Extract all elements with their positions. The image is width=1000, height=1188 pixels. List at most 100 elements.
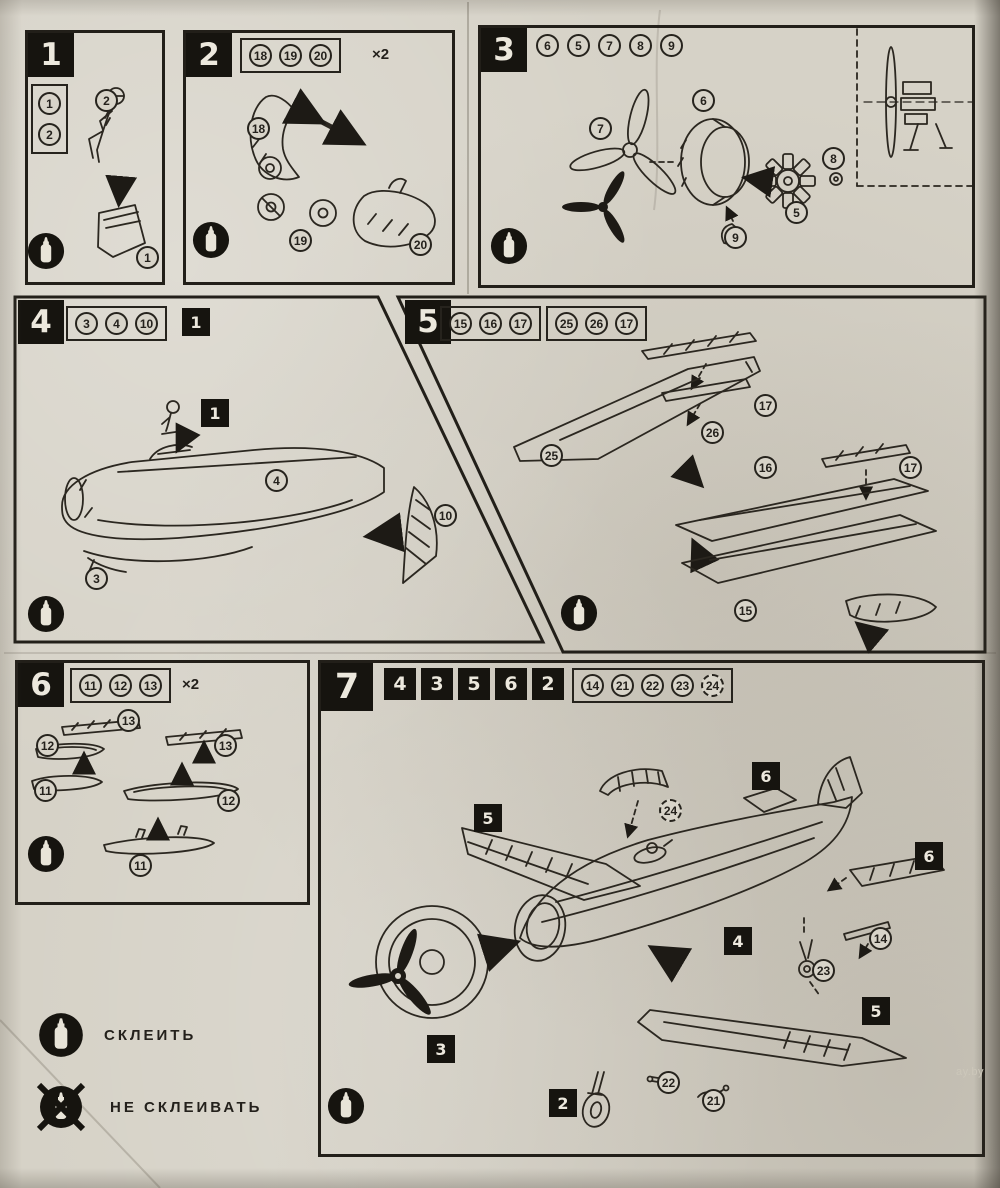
glue-bottle-icon	[27, 835, 65, 873]
step5-parts-list-b: 25 26 17	[546, 306, 647, 341]
callout-fuselage-assembly: 4	[724, 927, 752, 955]
legend-no-glue-label: НЕ СКЛЕИВАТЬ	[110, 1098, 263, 1116]
part-badge-7: 7	[598, 34, 621, 57]
part-badge-12: 12	[109, 674, 132, 697]
callout-engine-assembly: 3	[427, 1035, 455, 1063]
callout-strip-top: 13	[117, 709, 140, 732]
callout-strip-right-6: 13	[214, 734, 237, 757]
callout-upper-wing: 25	[540, 444, 563, 467]
callout-lower-wing-lower: 15	[734, 599, 757, 622]
callout-wheels: 19	[289, 229, 312, 252]
part-badge-9: 9	[660, 34, 683, 57]
panel-step-6	[15, 660, 310, 905]
step1-parts-list: 1 2	[31, 84, 68, 154]
legend-no-glue: НЕ СКЛЕИВАТЬ	[32, 1078, 262, 1136]
step-7-number: 7	[321, 663, 373, 711]
part-badge-14: 14	[581, 674, 604, 697]
callout-right-wing-assembly: 5	[862, 997, 890, 1025]
callout-engine: 5	[785, 201, 808, 224]
panel-step-2	[183, 30, 455, 285]
part-badge-19: 19	[279, 44, 302, 67]
glue-bottle-icon	[327, 1087, 365, 1125]
pilot-and-seat-drawing	[88, 87, 146, 258]
assembly-ref-2: 2	[532, 668, 564, 700]
assembly-ref-3: 3	[421, 668, 453, 700]
assembly-ref-6: 6	[495, 668, 527, 700]
callout-cowl-upper: 18	[247, 117, 270, 140]
glue-bottle-icon	[560, 594, 598, 632]
panel-frames-row2	[13, 295, 987, 654]
step-3-number: 3	[481, 28, 527, 72]
callout-hub: 8	[822, 147, 845, 170]
part-badge-23: 23	[671, 674, 694, 697]
assembly-ref-4: 4	[384, 668, 416, 700]
step3-parts-list: 6 5 7 8 9	[536, 34, 683, 57]
part-badge-18: 18	[249, 44, 272, 67]
part-badge-13: 13	[139, 674, 162, 697]
step-1-number: 1	[28, 33, 74, 77]
part-badge-16: 16	[479, 312, 502, 335]
callout-plate-bottom: 11	[129, 854, 152, 877]
step6-parts-list: 11 12 13	[70, 668, 171, 703]
glue-bottle-icon	[490, 227, 528, 265]
panel-step-1	[25, 30, 165, 285]
step2-parts-list: 18 19 20	[240, 38, 341, 73]
callout-canopy-part: 24	[659, 799, 682, 822]
callout-strip-upper: 17	[754, 394, 777, 417]
callout-left-wing-assembly: 5	[474, 804, 502, 832]
callout-seat: 1	[136, 246, 159, 269]
part-badge-3: 3	[75, 312, 98, 335]
callout-stabilizer-assembly: 6	[915, 842, 943, 870]
part-badge-2: 2	[38, 123, 61, 146]
part-badge-5: 5	[567, 34, 590, 57]
watermark: ay.by	[956, 1066, 984, 1078]
part-badge-6: 6	[536, 34, 559, 57]
part-badge-15: 15	[449, 312, 472, 335]
callout-fuselage: 4	[265, 469, 288, 492]
callout-cowling: 6	[692, 89, 715, 112]
glue-bottle-icon	[27, 595, 65, 633]
callout-hook-part: 21	[702, 1089, 725, 1112]
fuselage-assembly-drawing	[61, 400, 438, 584]
part-badge-20: 20	[309, 44, 332, 67]
part-badge-21: 21	[611, 674, 634, 697]
callout-center-insert: 26	[701, 421, 724, 444]
callout-lower-wing-upper: 16	[754, 456, 777, 479]
callout-blade-left: 12	[36, 734, 59, 757]
assembly-ref-1: 1	[182, 308, 210, 336]
legend-glue-label: СКЛЕИТЬ	[104, 1026, 197, 1044]
part-badge-25: 25	[555, 312, 578, 335]
callout-strip-right: 17	[899, 456, 922, 479]
callout-pilot-assembly: 1	[201, 399, 229, 427]
callout-belly-pan: 3	[85, 567, 108, 590]
cowl-parts-drawing	[249, 88, 436, 248]
part-badge-17: 17	[509, 312, 532, 335]
part-badge-24: 24	[701, 674, 724, 697]
step4-parts-list: 3 4 10	[66, 306, 167, 341]
glue-bottle-icon	[27, 232, 65, 270]
panel-step-3	[478, 25, 975, 288]
part-badge-26: 26	[585, 312, 608, 335]
callout-pilot: 2	[95, 89, 118, 112]
step7-assembly-list: 4 3 5 6 2	[384, 668, 564, 700]
step6-multiplier: ×2	[182, 676, 200, 693]
part-badge-22: 22	[641, 674, 664, 697]
callout-strut-part: 14	[869, 927, 892, 950]
part-badge-4: 4	[105, 312, 128, 335]
step2-multiplier: ×2	[372, 46, 390, 63]
callout-tail-assembly: 6	[752, 762, 780, 790]
callout-pin-part: 22	[657, 1071, 680, 1094]
part-badge-10: 10	[135, 312, 158, 335]
part-badge-17b: 17	[615, 312, 638, 335]
callout-tail-fin: 10	[434, 504, 457, 527]
glue-bottle-icon	[38, 1012, 84, 1058]
callout-wheel-assembly: 2	[549, 1089, 577, 1117]
wing-assembly-drawing	[513, 331, 937, 655]
callout-intake: 9	[724, 226, 747, 249]
part-badge-11: 11	[79, 674, 102, 697]
step7-parts-list: 14 21 22 23 24	[572, 668, 733, 703]
callout-cowl-lower: 20	[409, 233, 432, 256]
step5-parts-list-a: 15 16 17	[440, 306, 541, 341]
no-glue-icon	[36, 1082, 86, 1132]
